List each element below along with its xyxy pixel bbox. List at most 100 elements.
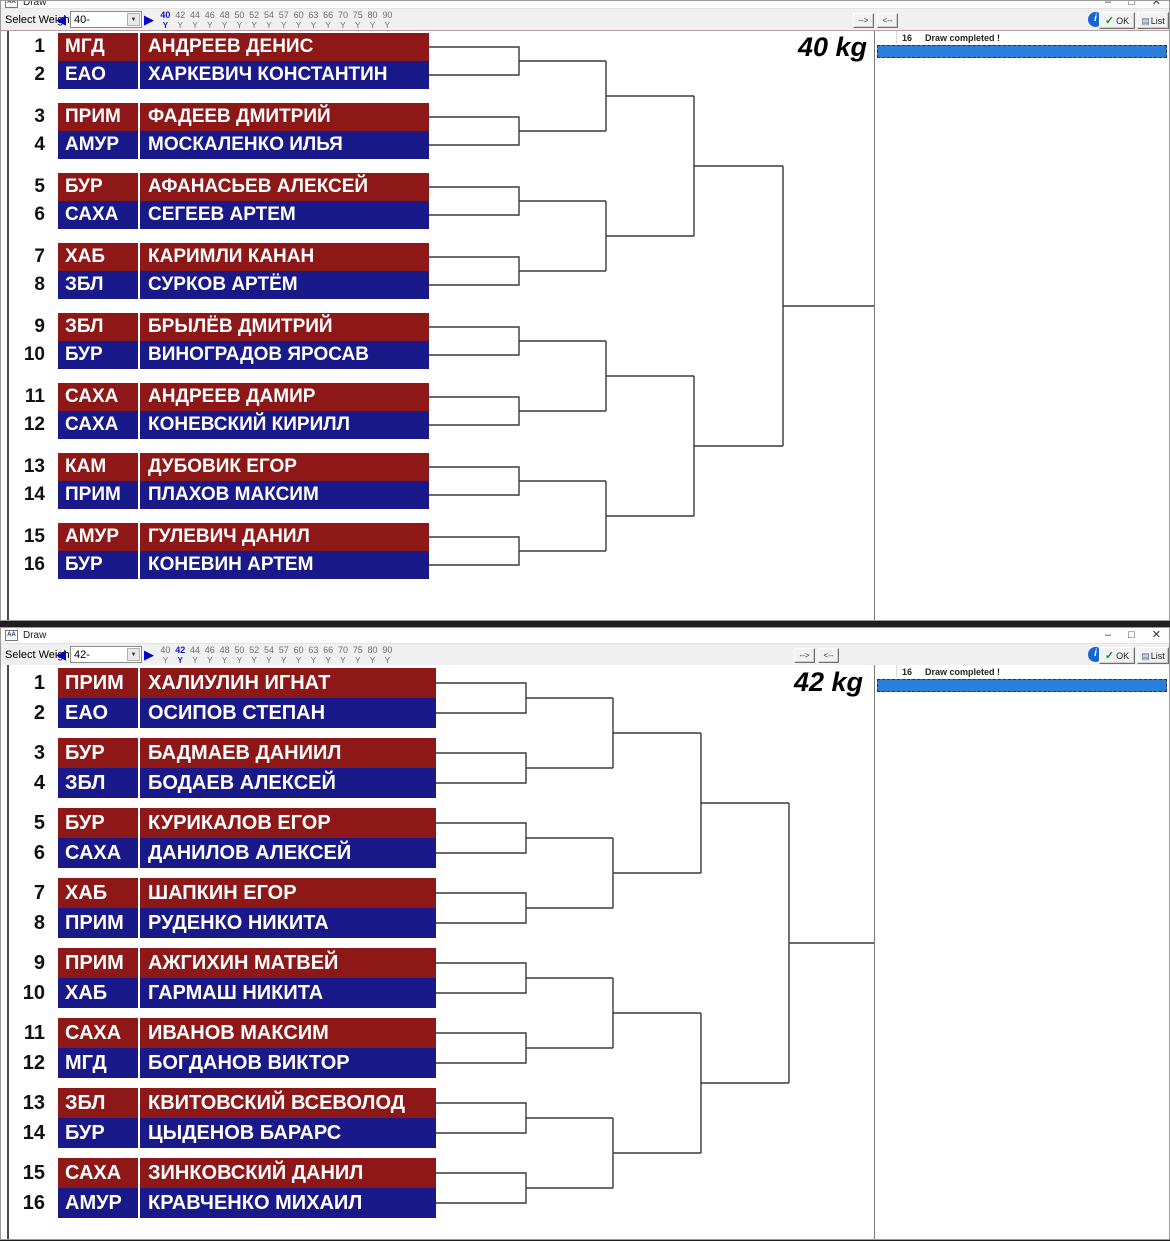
maximize-icon[interactable]: □ bbox=[1128, 1, 1135, 8]
seed-number: 13 bbox=[22, 1091, 45, 1114]
forward-button[interactable]: --> bbox=[853, 13, 874, 28]
seed-number: 8 bbox=[34, 274, 45, 295]
list-button[interactable]: ▤List bbox=[1137, 12, 1169, 29]
title-bar[interactable]: AA Draw – □ ✕ bbox=[1, 628, 1169, 644]
prev-weight-icon[interactable]: ◀ bbox=[56, 12, 66, 27]
minimize-icon[interactable]: – bbox=[1105, 1, 1112, 8]
list-icon: ▤ bbox=[1141, 15, 1150, 26]
list-button[interactable]: ▤List bbox=[1137, 647, 1169, 664]
athlete-name: ХАЛИУЛИН ИГНАТ bbox=[140, 668, 436, 698]
close-icon[interactable]: ✕ bbox=[1151, 629, 1161, 641]
region-code: ПРИМ bbox=[58, 948, 138, 978]
ok-button[interactable]: ✓OK bbox=[1099, 12, 1135, 29]
chevron-down-icon[interactable]: ▼ bbox=[127, 13, 140, 26]
weight-dropdown[interactable]: 40- ▼ bbox=[70, 11, 142, 28]
ok-button[interactable]: ✓OK bbox=[1099, 647, 1135, 664]
athlete-name: КАРИМЛИ КАНАН bbox=[140, 243, 429, 271]
selected-result-row[interactable] bbox=[877, 45, 1167, 58]
region-code: БУР bbox=[58, 551, 138, 579]
seed-number: 12 bbox=[23, 414, 45, 435]
athlete-name: ХАРКЕВИЧ КОНСТАНТИН bbox=[140, 61, 429, 89]
minimize-icon[interactable]: – bbox=[1105, 629, 1112, 641]
next-weight-icon[interactable]: ▶ bbox=[144, 12, 154, 27]
next-weight-icon[interactable]: ▶ bbox=[144, 647, 154, 662]
weight-dropdown[interactable]: 42- ▼ bbox=[70, 646, 142, 663]
back-button[interactable]: <-- bbox=[818, 648, 839, 663]
forward-button[interactable]: --> bbox=[794, 648, 815, 663]
maximize-icon[interactable]: □ bbox=[1128, 629, 1135, 641]
athlete-name: ПЛАХОВ МАКСИМ bbox=[140, 481, 429, 509]
back-button[interactable]: <-- bbox=[877, 13, 898, 28]
selected-result-row[interactable] bbox=[877, 679, 1167, 692]
title-bar[interactable]: AA Draw – □ ✕ bbox=[1, 1, 1169, 9]
prev-weight-icon[interactable]: ◀ bbox=[56, 647, 66, 662]
close-icon[interactable]: ✕ bbox=[1151, 1, 1161, 8]
chevron-down-icon[interactable]: ▼ bbox=[127, 648, 140, 661]
